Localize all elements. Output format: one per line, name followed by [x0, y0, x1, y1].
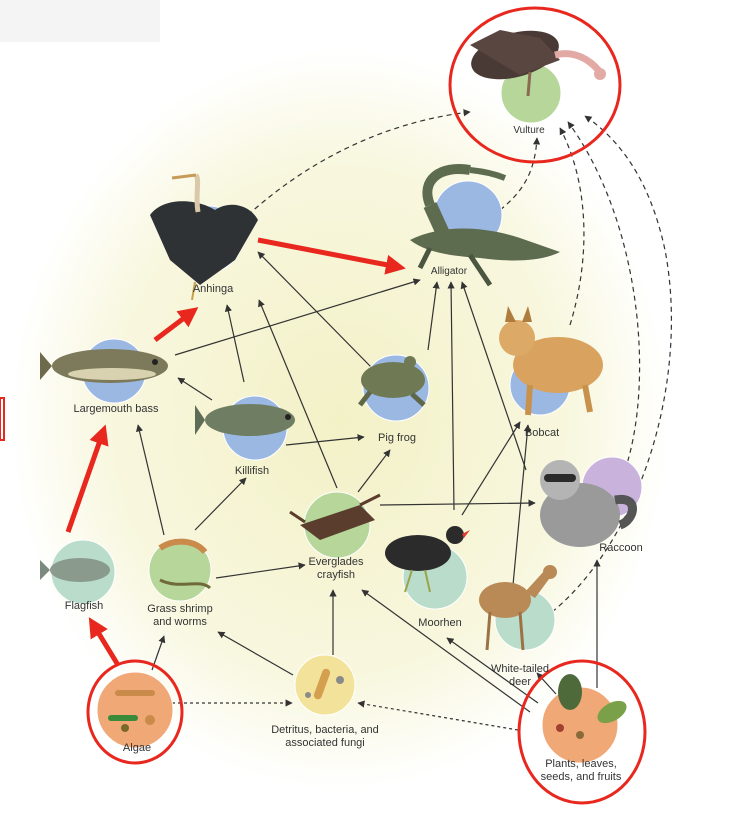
vulture-highlight — [448, 6, 622, 164]
pig-frog-label: Pig frog — [378, 432, 416, 444]
dashed-alligator-to-vulture — [499, 137, 541, 211]
flagfish-label: Flagfish — [64, 600, 104, 612]
shrimp-illustration — [158, 538, 212, 590]
arrow-plants-to-deer — [536, 672, 557, 695]
dashed-raccoon-to-vulture — [567, 121, 641, 471]
arrow-shrimp-to-bass — [135, 424, 165, 536]
arrow-frog-to-anhinga — [257, 251, 373, 369]
flagfish-illustration — [40, 558, 110, 582]
arrow-moorhen-to-alligator — [447, 281, 455, 511]
arrow-detritus-to-shrimp — [217, 631, 294, 676]
algae-highlight — [86, 659, 184, 765]
highlight-arrows — [65, 237, 406, 667]
algae-illustration — [108, 690, 155, 732]
arrow-bass-to-alligator — [174, 278, 421, 356]
detritus-label: Detritus, bacteria, and associated fungi — [271, 724, 379, 749]
crayfish-label: Everglades crayfish — [308, 556, 364, 581]
moorhen-label: Moorhen — [418, 617, 462, 629]
plants-highlight — [517, 659, 647, 805]
pigfrog-illustration — [358, 356, 426, 407]
feeding-arrows — [135, 251, 601, 713]
red-arrow-flagfish-to-bass — [65, 424, 109, 533]
bass-illustration — [40, 349, 168, 383]
moorhen-illustration — [385, 526, 470, 593]
plants-label: Plants, leaves, seeds, and fruits — [540, 758, 622, 783]
scavenger-arrows — [247, 109, 672, 613]
arrow-raccoon-to-alligator — [460, 281, 527, 471]
dashed-deer-to-vulture — [551, 115, 672, 613]
red-arrow-anhinga-to-alligator — [257, 237, 406, 275]
anhinga-illustration — [150, 173, 258, 301]
anhinga-label: Anhinga — [192, 283, 234, 295]
alligator-label: Alligator — [430, 266, 468, 277]
vulture-illustration — [470, 30, 606, 97]
largemouth-bass-label: Largemouth bass — [73, 403, 159, 415]
dashed-bobcat-to-vulture — [559, 127, 585, 326]
red-arrow-algae-to-flagfish — [88, 617, 121, 667]
crayfish-illustration — [289, 493, 381, 540]
vulture-label: Vulture — [513, 125, 545, 136]
raccoon-illustration — [540, 460, 637, 547]
detritus-illustration — [305, 668, 344, 700]
deer-illustration — [479, 565, 557, 651]
arrow-killifish-to-bass — [177, 377, 213, 401]
arrow-crayfish-to-pigfrog — [357, 449, 391, 493]
red-arrow-bass-to-anhinga — [153, 307, 199, 342]
killifish-illustration — [195, 404, 295, 436]
raccoon-label: Raccoon — [599, 542, 643, 554]
arrow-moorhen-to-bobcat — [461, 421, 521, 516]
arrow-killifish-to-anhinga — [224, 304, 245, 383]
left-edge-mark — [0, 397, 5, 441]
arrow-crayfish-to-raccoon — [379, 499, 536, 507]
arrow-crayfish-to-anhinga — [258, 299, 338, 489]
decomposer-arrows — [172, 699, 519, 731]
arrow-deer-to-bobcat — [512, 424, 531, 586]
bobcat-illustration — [499, 306, 603, 416]
arrow-shrimp-to-crayfish — [215, 562, 306, 579]
plants-illustration — [556, 674, 627, 739]
arrow-killifish-to-pigfrog — [285, 434, 365, 446]
bobcat-label: Bobcat — [524, 427, 560, 439]
killifish-label: Killifish — [234, 465, 270, 477]
algae-label: Algae — [122, 742, 152, 754]
deer-label: White-tailed deer — [490, 663, 550, 688]
arrow-shrimp-to-killifish — [194, 477, 247, 531]
arrow-frog-to-alligator — [427, 281, 440, 351]
alligator-illustration — [410, 164, 560, 287]
grass-shrimp-label: Grass shrimp and worms — [147, 603, 213, 628]
arrow-plants-to-moorhen — [446, 637, 539, 704]
highlight-circles — [86, 6, 647, 805]
algae-circle — [96, 671, 174, 749]
top-left-patch — [0, 0, 160, 42]
arrow-plants-to-crayfish — [361, 589, 531, 713]
